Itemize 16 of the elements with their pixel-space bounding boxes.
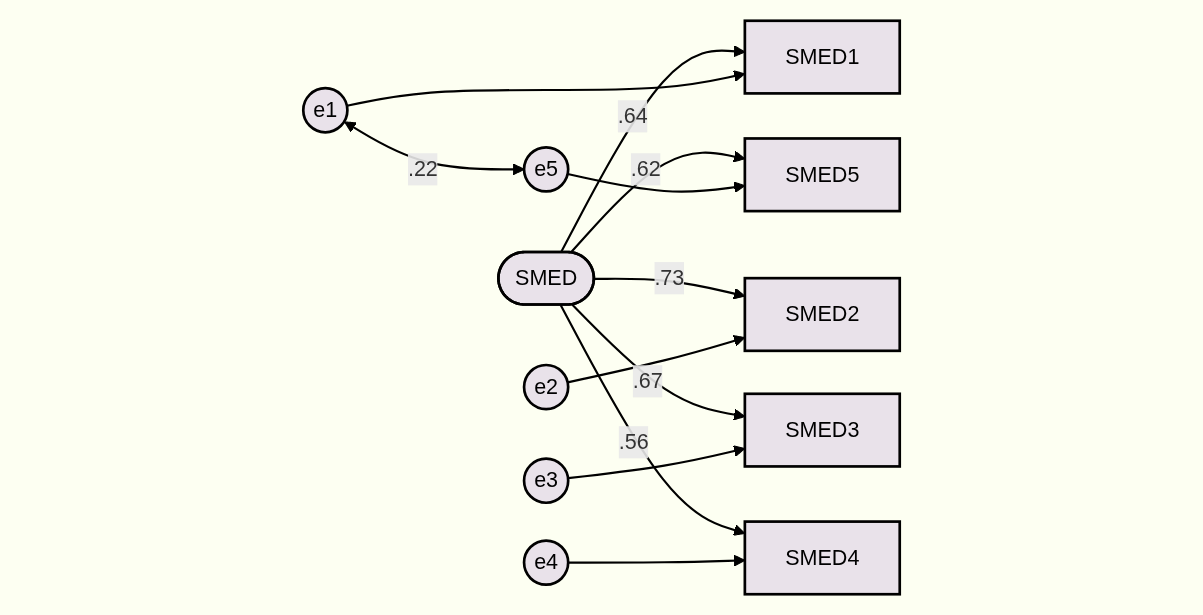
node-circle: e3	[522, 457, 570, 505]
node-circle: e1	[301, 86, 349, 134]
node-box: SMED3	[743, 392, 902, 468]
node-box: SMED5	[743, 137, 902, 213]
node-box: SMED4	[743, 520, 902, 596]
edge-label: .67	[632, 369, 663, 393]
edge-label: .64	[617, 104, 648, 128]
node-circle: e5	[522, 145, 570, 193]
node-circle: e4	[522, 539, 570, 587]
node-box: SMED2	[743, 276, 902, 353]
edge-label: .22	[407, 157, 438, 181]
edge-label: .56	[618, 430, 649, 454]
edge-label: .73	[654, 266, 685, 289]
node-box: SMED1	[743, 19, 902, 95]
edge-label: .62	[630, 157, 661, 181]
node-circle: e2	[522, 363, 570, 411]
